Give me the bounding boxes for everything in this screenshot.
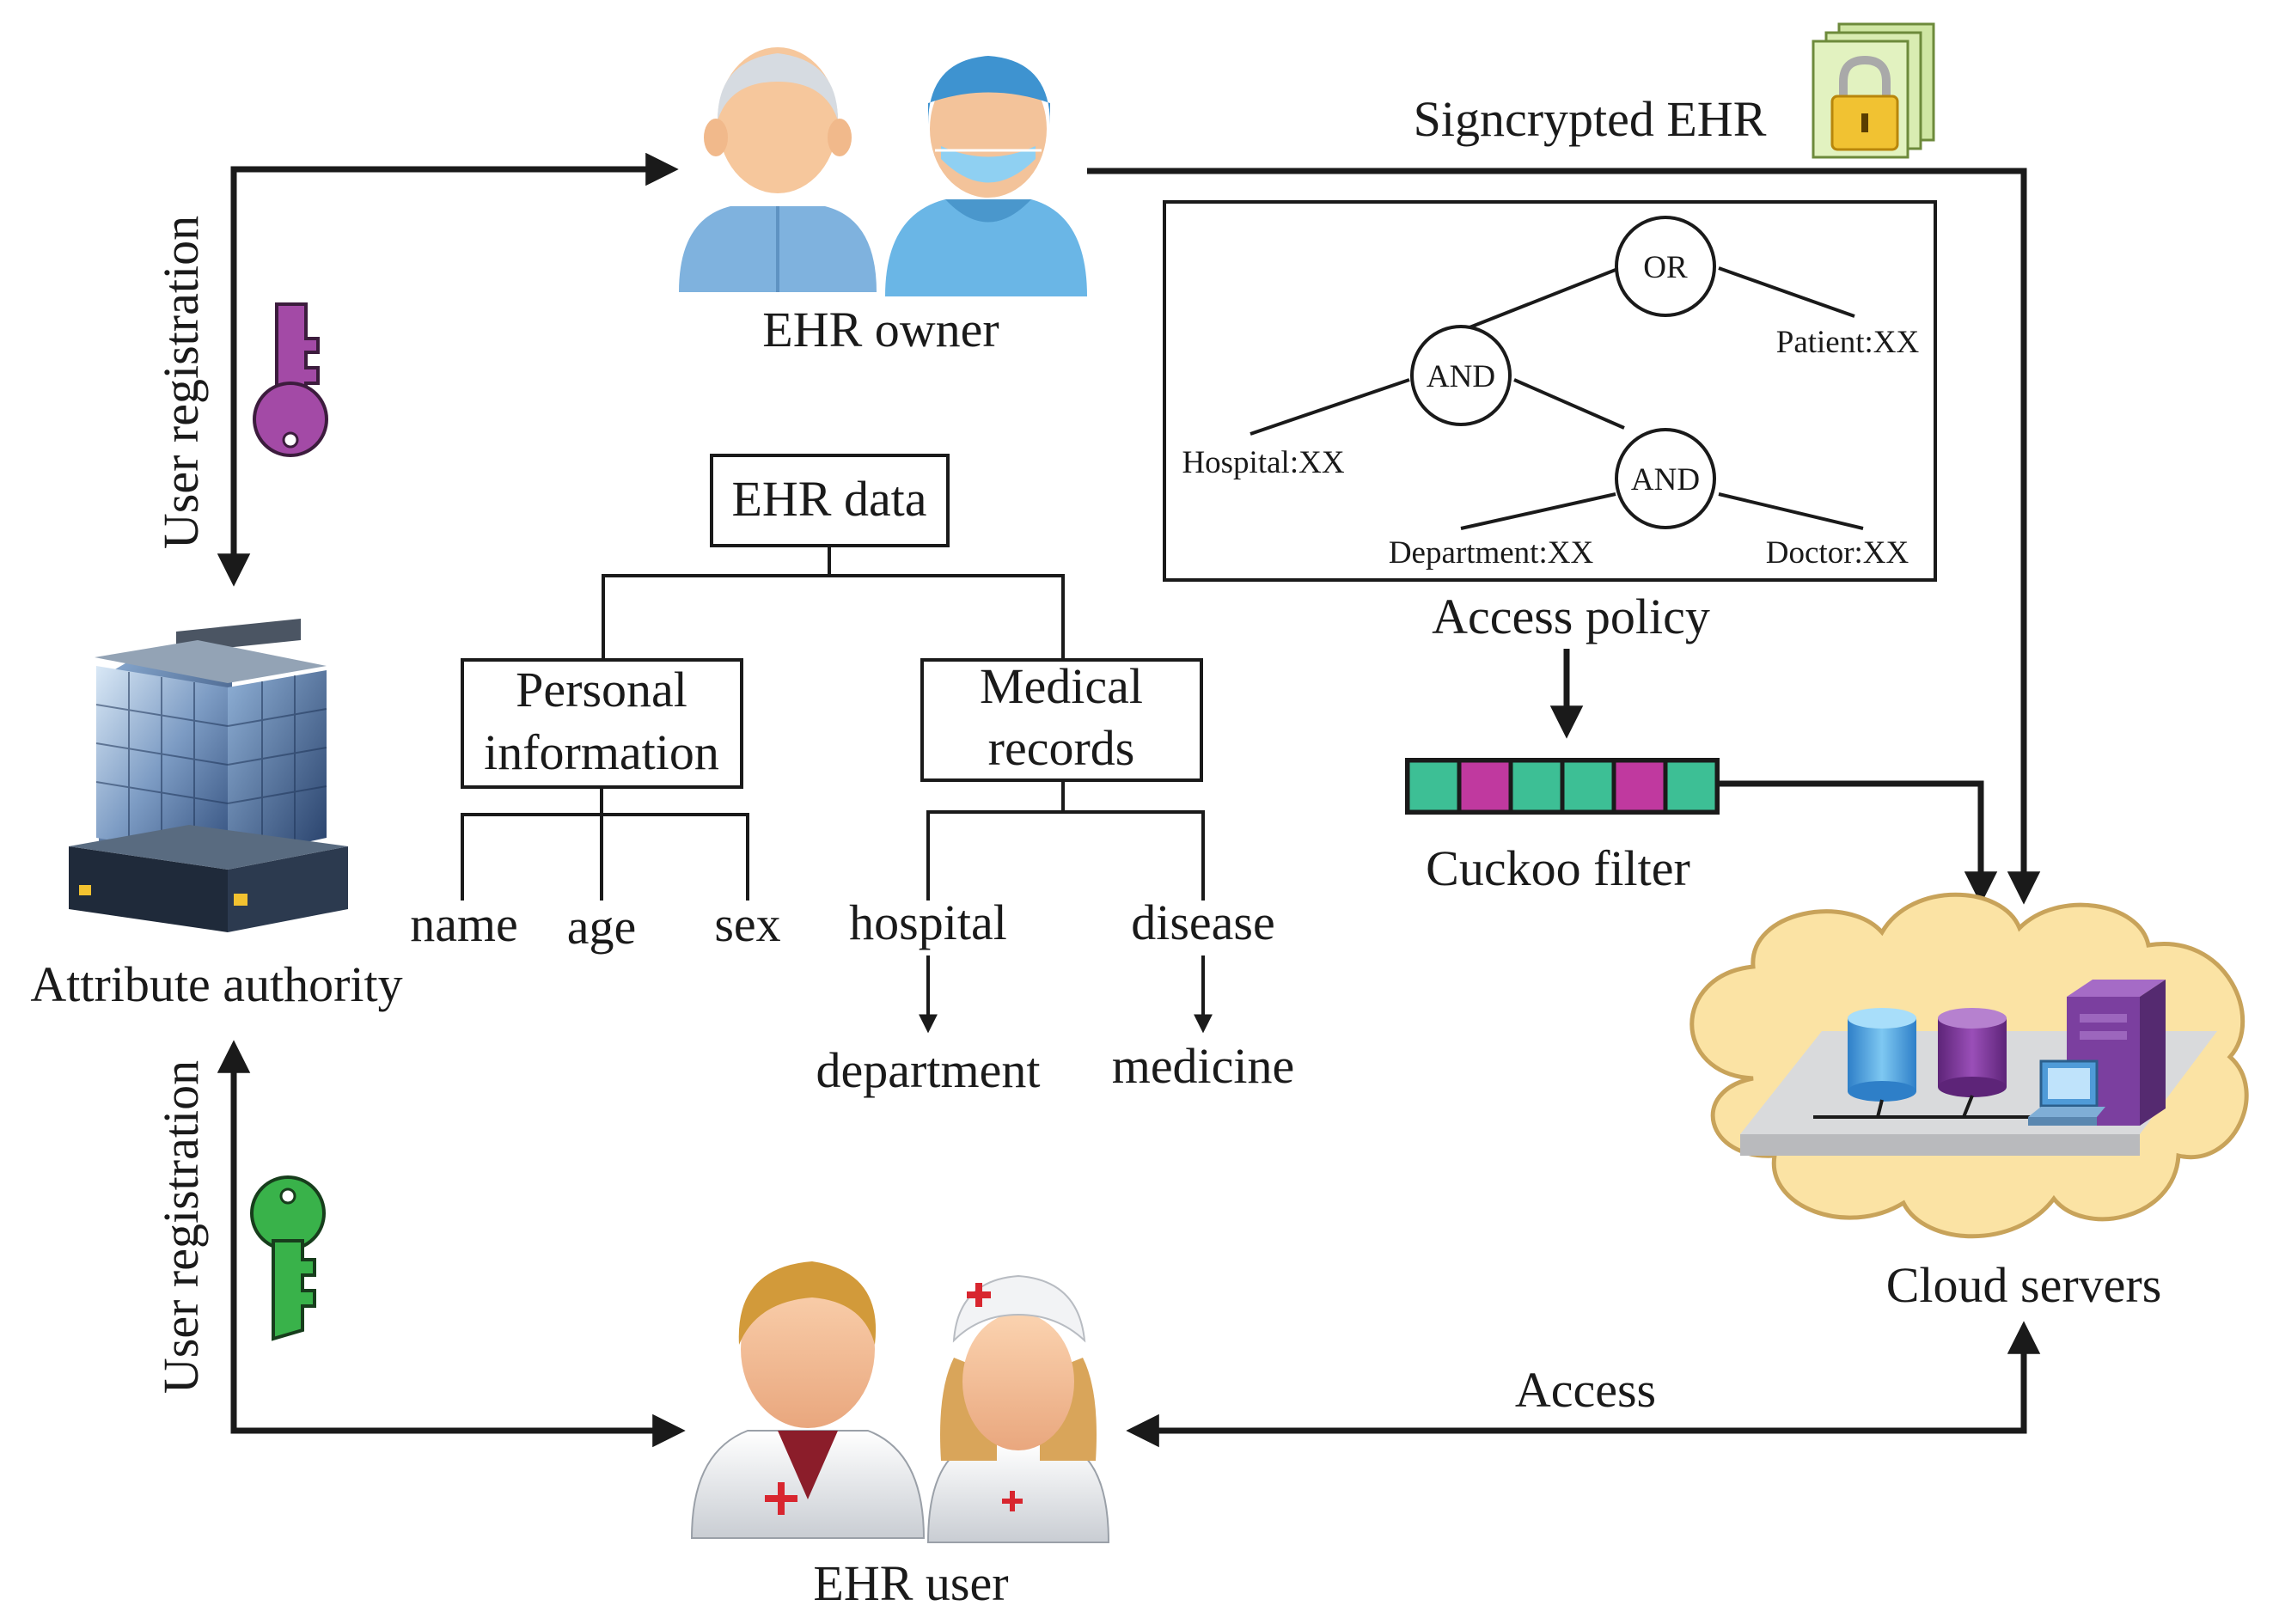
doctor-icon [690,1261,926,1539]
and-node-1 [1410,325,1512,426]
nurse-icon [926,1274,1110,1543]
and-node-2 [1615,428,1716,529]
cuckoo-filter [1405,758,1720,815]
personal-information-line1: Personal [516,662,687,717]
ehr-owner: EHR owner [679,47,1087,357]
surgeon-icon [885,56,1087,296]
or-node-label: OR [1643,250,1688,285]
green-key-icon [250,1175,326,1341]
purple-database-icon [1938,1008,2007,1118]
policy-hospital: Hospital:XX [1182,445,1344,480]
desktop-computer-icon [2028,1059,2105,1126]
user-registration-bottom-label: User registration [153,1060,209,1394]
ehr-user: EHR user [690,1261,1110,1611]
attribute-authority-label: Attribute authority [30,956,402,1012]
locked-document-icon [1812,22,1935,159]
cuckoo-filter-cell-teal [1663,758,1720,815]
medical-records-line2: records [988,720,1135,776]
server-tower-icon [2067,980,2166,1126]
elderly-patient-icon [679,47,877,292]
leaf-medicine: medicine [1112,1038,1295,1094]
arrow-user-cloud-access [1126,1321,2041,1448]
or-node [1615,216,1716,317]
cuckoo-filter-cell-teal [1508,758,1565,815]
leaf-department: department [816,1042,1041,1098]
access-policy-label: Access policy [1432,589,1710,644]
cloud-servers-label: Cloud servers [1886,1257,2162,1313]
leaf-name: name [410,896,518,952]
user-registration-top-label: User registration [153,216,209,549]
connector-lines [217,152,2041,1448]
access-policy: OR AND AND Patient:XX Hospital:XX Depart… [1163,200,1937,582]
ehr-data-label: EHR data [731,471,926,527]
leaf-age: age [567,899,637,955]
blue-database-icon [1848,1008,1916,1118]
cuckoo-filter-cell-teal [1405,758,1462,815]
and-node-1-label: AND [1427,359,1495,394]
cuckoo-filter-cell-magenta [1611,758,1668,815]
signcrypted-ehr-label: Signcrypted EHR [1414,91,1767,147]
cuckoo-filter-cell-magenta [1457,758,1513,815]
arrow-authority-to-user [217,1040,686,1448]
access-policy-box [1163,200,1937,582]
and-node-2-label: AND [1631,462,1700,498]
leaf-disease: disease [1131,894,1275,950]
leaf-hospital: hospital [849,894,1007,950]
leaf-sex: sex [714,896,780,952]
policy-doctor: Doctor:XX [1766,535,1909,571]
ehr-data-tree: EHR data Personal information Medical re… [410,454,1295,1098]
cuckoo-filter-cell-teal [1560,758,1616,815]
medical-records-line1: Medical [980,658,1143,714]
arrow-owner-to-cloud [1087,168,2041,905]
policy-patient: Patient:XX [1776,325,1920,360]
ehr-owner-label: EHR owner [762,302,999,357]
personal-information-line2: information [484,724,719,780]
arrow-authority-to-owner [217,152,679,587]
purple-key-icon [253,302,328,457]
cuckoo-filter-label: Cuckoo filter [1426,840,1690,896]
access-label: Access [1515,1362,1656,1418]
policy-department: Department:XX [1389,535,1594,571]
arrow-filter-to-cloud [1719,780,1998,905]
office-building-icon [69,619,348,932]
personal-information-box [461,658,743,789]
ehr-user-label: EHR user [813,1555,1008,1611]
